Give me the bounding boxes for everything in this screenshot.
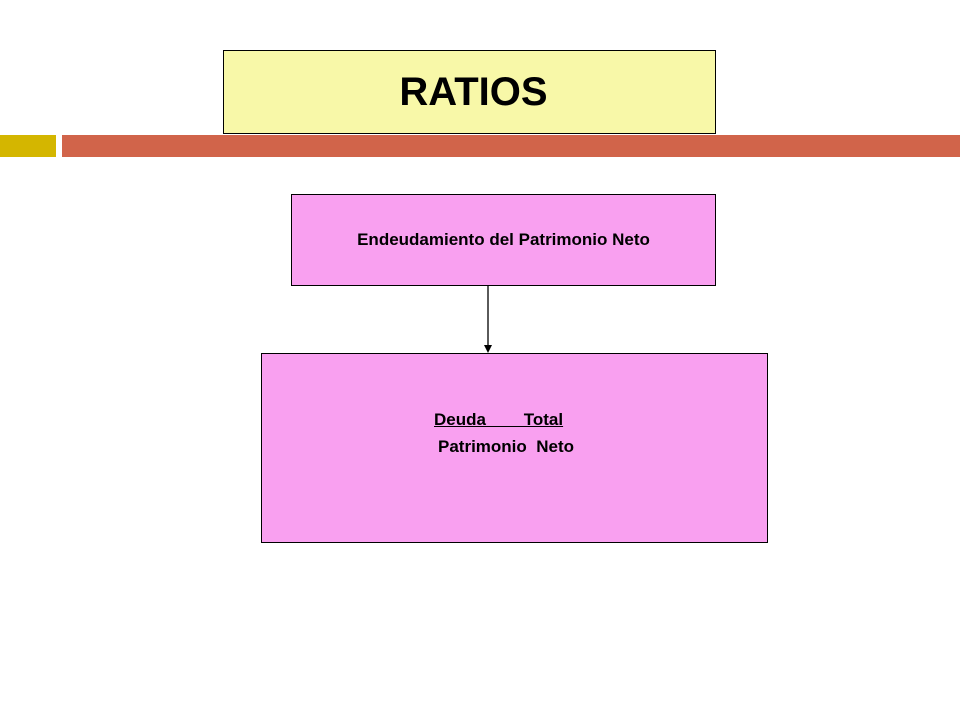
formula-denominator: Patrimonio Neto: [438, 437, 575, 456]
ratio-name: Endeudamiento del Patrimonio Neto: [357, 230, 650, 249]
formula-numerator: Deuda Total: [434, 410, 564, 429]
title-box: RATIOS: [223, 50, 716, 134]
ratio-name-box: Endeudamiento del Patrimonio Neto: [291, 194, 716, 286]
accent-bar-red: [62, 135, 960, 157]
slide-title: RATIOS: [399, 69, 548, 114]
formula-box: Deuda Total Patrimonio Neto: [261, 353, 768, 543]
accent-bar-gold: [0, 135, 56, 157]
arrow-head-icon: [484, 345, 492, 353]
